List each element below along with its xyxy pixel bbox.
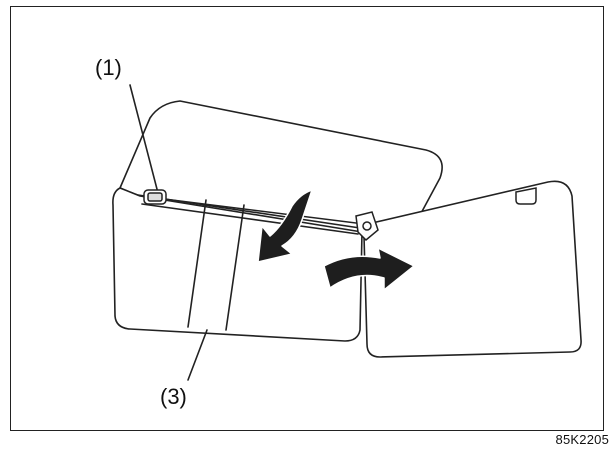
side-panel-tab-body — [515, 187, 537, 205]
curved-down-arrow-icon — [257, 189, 313, 263]
leader-line-3 — [187, 329, 208, 381]
visor-rod-line-lower — [141, 203, 359, 235]
callout-label-3: (3) — [160, 384, 187, 409]
visor-hinge-pivot — [362, 221, 372, 231]
side-panel-tab — [515, 187, 537, 205]
sun-visor-back-panel — [119, 100, 443, 231]
callout-label-1: (1) — [95, 55, 122, 80]
visor-rod-line — [137, 194, 361, 229]
visor-clip-inner — [147, 192, 163, 202]
label-stripe-right — [225, 204, 245, 331]
visor-clip — [143, 189, 167, 205]
visor-hinge — [355, 211, 379, 242]
leader-line-1 — [129, 84, 159, 194]
curved-right-arrow-icon — [323, 247, 415, 291]
label-stripe-left — [187, 199, 207, 328]
sun-visor-side-panel — [363, 180, 582, 358]
figure-code: 85K2205 — [555, 432, 609, 447]
